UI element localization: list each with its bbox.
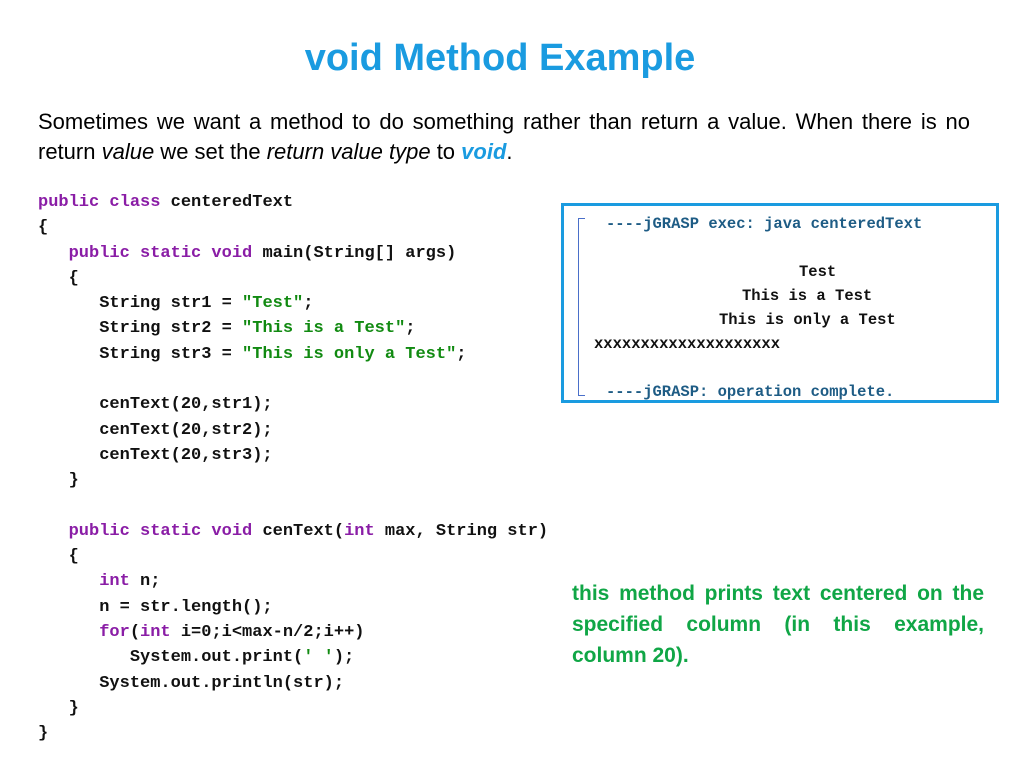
code-text: cenText(20,str1); [38, 395, 273, 415]
code-keyword: int [140, 623, 171, 643]
code-line: String str1 = "Test"; [38, 291, 558, 316]
code-line: public static void main(String[] args) [38, 241, 558, 266]
code-text: System.out.print( [38, 648, 304, 668]
code-line: } [38, 696, 558, 721]
intro-keyword-void: void [461, 139, 507, 164]
method-note: this method prints text centered on the … [572, 582, 984, 667]
code-line [38, 367, 558, 392]
code-text: System.out.println(str); [38, 673, 345, 693]
code-text: String str2 = [38, 319, 243, 339]
code-line: System.out.print(' '); [38, 645, 558, 670]
intro-text-1: Sometimes we want a method to do somethi… [38, 109, 970, 164]
code-line: public static void cenText(int max, Stri… [38, 519, 558, 544]
console-footer: ----jGRASP: operation complete. [606, 383, 895, 401]
code-text: i=0;i<max-n/2;i++) [170, 623, 365, 643]
code-string: "This is only a Test" [242, 344, 457, 364]
code-line: { [38, 544, 558, 569]
code-text: n = str.length(); [38, 597, 273, 617]
code-line: System.out.println(str); [38, 671, 558, 696]
code-line: int n; [38, 569, 558, 594]
code-text: } [38, 698, 79, 718]
code-text: n; [129, 572, 161, 592]
intro-paragraph: Sometimes we want a method to do somethi… [38, 107, 970, 167]
console-line-3: This is only a Test [719, 311, 896, 329]
code-text: max, String str) [374, 521, 549, 541]
code-text: ); [333, 648, 355, 668]
intro-text-4: . [506, 139, 513, 164]
code-text [38, 623, 99, 642]
code-string: "Test" [242, 294, 304, 314]
code-text: centeredText [170, 193, 294, 212]
code-line: public class centeredText [38, 190, 558, 215]
code-line: cenText(20,str3); [38, 443, 558, 468]
code-text: { [38, 218, 49, 238]
code-string: ' ' [303, 648, 334, 668]
console-line-1: Test [799, 263, 837, 281]
code-line: cenText(20,str1); [38, 392, 558, 417]
code-line: String str3 = "This is only a Test"; [38, 342, 558, 367]
slide-title: void Method Example [304, 37, 696, 79]
code-text: } [38, 724, 49, 744]
intro-emphasis-return-type: return value type [266, 139, 431, 164]
code-text: { [38, 547, 79, 567]
console-bracket [578, 218, 585, 396]
code-line: } [38, 721, 558, 746]
code-text: ; [405, 319, 416, 339]
code-keyword: public static void [68, 521, 263, 541]
code-keyword: public class [38, 193, 171, 212]
code-text: main(String[] args) [262, 243, 457, 263]
code-text: } [38, 471, 79, 491]
code-line: n = str.length(); [38, 595, 558, 620]
code-line [38, 494, 558, 519]
code-text: cenText( [262, 521, 345, 541]
code-text: ( [129, 623, 141, 643]
intro-text-3: to [430, 139, 462, 164]
console-ruler: xxxxxxxxxxxxxxxxxxxx [594, 335, 781, 353]
intro-text-2: we set the [154, 139, 267, 164]
code-text [38, 244, 69, 263]
code-string: "This is a Test" [242, 319, 406, 339]
code-text: cenText(20,str2); [38, 420, 273, 440]
console-header: ----jGRASP exec: java centeredText [606, 215, 923, 233]
code-line: String str2 = "This is a Test"; [38, 316, 558, 341]
code-line: cenText(20,str2); [38, 418, 558, 443]
code-line: } [38, 468, 558, 493]
code-line: { [38, 215, 558, 240]
code-text: { [38, 268, 79, 288]
code-text: ; [303, 294, 314, 314]
code-keyword: for [99, 623, 130, 643]
code-text [38, 522, 69, 541]
code-line: for(int i=0;i<max-n/2;i++) [38, 620, 558, 645]
code-line: { [38, 266, 558, 291]
code-text: cenText(20,str3); [38, 445, 273, 465]
code-text: String str3 = [38, 344, 243, 364]
code-keyword: int [344, 521, 375, 541]
code-text: String str1 = [38, 294, 243, 314]
intro-emphasis-value: value [101, 139, 155, 164]
code-text [38, 572, 99, 591]
code-keyword: public static void [68, 243, 263, 263]
console-output-panel: ----jGRASP exec: java centeredText Test … [561, 203, 999, 403]
code-keyword: int [99, 572, 130, 592]
code-listing: public class centeredText { public static… [38, 190, 558, 747]
code-text: ; [456, 344, 467, 364]
console-line-2: This is a Test [742, 287, 873, 305]
